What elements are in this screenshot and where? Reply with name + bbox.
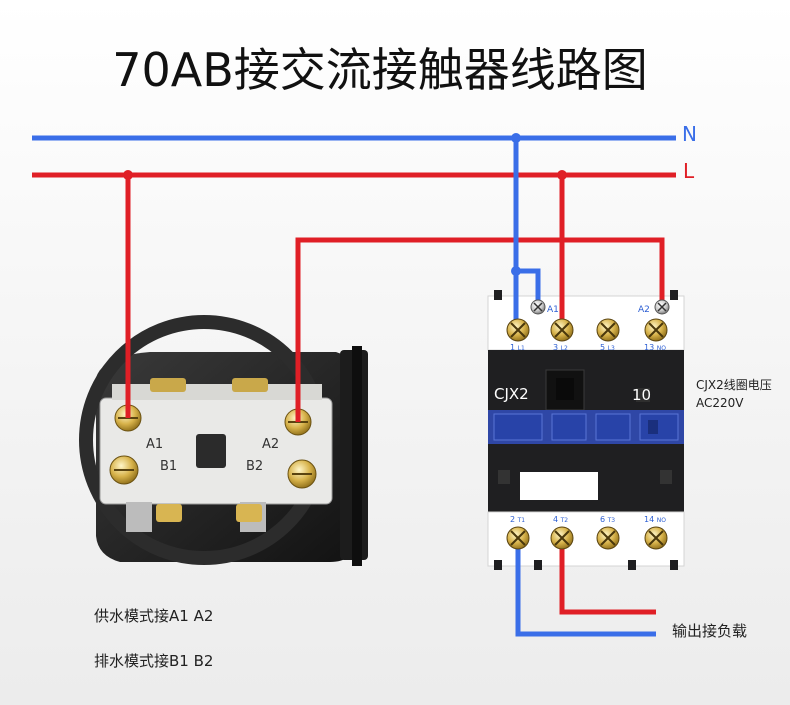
live-label: L — [683, 159, 695, 183]
coil-voltage-note: CJX2线圈电压 AC220V — [696, 376, 772, 412]
terminal-label-t1: 2 T1 — [510, 515, 525, 524]
coil-voltage-line2: AC220V — [696, 396, 744, 410]
terminal-screw-14no — [644, 526, 668, 550]
float-switch — [79, 315, 368, 566]
terminal-label-t3: 6 T3 — [600, 515, 615, 524]
switch-screw-b2 — [287, 459, 317, 489]
switch-label-a1: A1 — [146, 437, 163, 452]
drain-mode-note: 排水模式接B1 B2 — [94, 652, 214, 670]
wire-t2-to-load — [559, 538, 656, 615]
coil-screw-a2 — [654, 299, 670, 315]
terminal-label-l1: 1 L1 — [510, 343, 525, 352]
junction-live-switch — [123, 170, 133, 180]
coil-voltage-line1: CJX2线圈电压 — [696, 378, 772, 392]
contactor-nameplate — [520, 472, 598, 500]
wire-switch-a2-to-coil-a2 — [295, 237, 665, 422]
junction-neutral — [511, 133, 521, 143]
switch-label-a2: A2 — [262, 437, 279, 452]
terminal-label-13no: 13 NO — [644, 343, 666, 352]
junction-live-contactor — [557, 170, 567, 180]
terminal-label-t2: 4 T2 — [553, 515, 568, 524]
contactor-model: CJX2 — [494, 385, 529, 403]
contactor — [487, 290, 685, 570]
contactor-rating: 10 — [632, 386, 651, 404]
terminal-label-l3: 5 L3 — [600, 343, 615, 352]
terminal-screw-l1 — [506, 318, 530, 342]
wire-t1-to-load — [515, 538, 656, 637]
diagram-title: 70AB接交流接触器线路图 — [112, 43, 648, 97]
supply-mode-note: 供水模式接A1 A2 — [94, 607, 214, 625]
neutral-label: N — [682, 122, 697, 146]
output-load-note: 输出接负载 — [672, 622, 748, 640]
coil-screw-a1 — [530, 299, 546, 315]
terminal-screw-t1 — [506, 526, 530, 550]
switch-label-b1: B1 — [160, 459, 177, 474]
switch-label-b2: B2 — [246, 459, 263, 474]
terminal-screw-13no — [644, 318, 668, 342]
switch-center-post — [196, 434, 226, 468]
junction-neutral-coil — [511, 266, 521, 276]
terminal-screw-t3 — [596, 526, 620, 550]
terminal-screw-l3 — [596, 318, 620, 342]
coil-label-a2: A2 — [638, 305, 650, 315]
terminal-label-l2: 3 L2 — [553, 343, 568, 352]
terminal-screw-l2 — [550, 318, 574, 342]
terminal-label-14no: 14 NO — [644, 515, 666, 524]
terminal-screw-t2 — [550, 526, 574, 550]
wire-neutral-to-coil-a1 — [516, 268, 541, 306]
coil-label-a1: A1 — [547, 305, 559, 315]
switch-screw-b1 — [109, 455, 139, 485]
